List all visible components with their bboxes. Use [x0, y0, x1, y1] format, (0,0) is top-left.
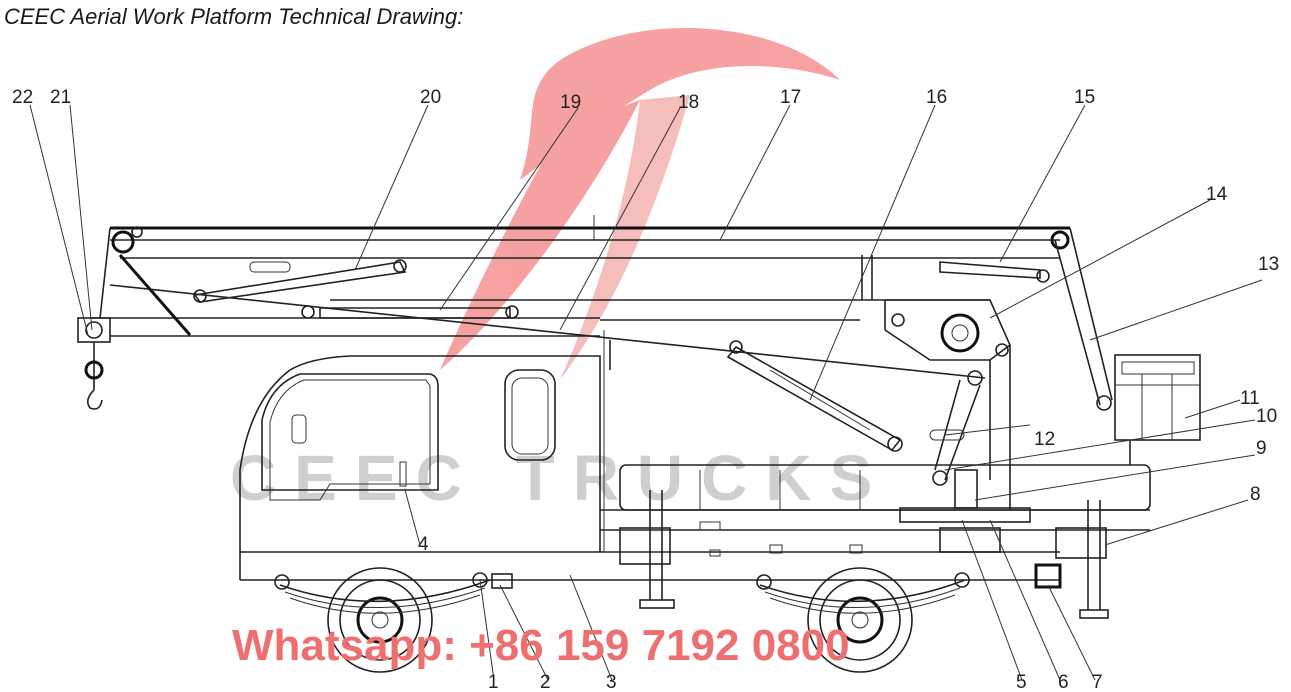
callout-13: 13	[1258, 254, 1279, 275]
callout-8: 8	[1250, 484, 1261, 505]
callout-6: 6	[1058, 672, 1069, 692]
callout-2: 2	[540, 672, 551, 692]
work-platform-basket	[1054, 227, 1201, 465]
callout-5: 5	[1016, 672, 1027, 692]
callout-17: 17	[780, 87, 801, 108]
leader-lines	[29, 104, 1263, 681]
callout-18: 18	[678, 92, 699, 113]
callout-19: 19	[560, 92, 581, 113]
front-wheel	[274, 567, 513, 673]
truck-chassis	[239, 464, 1151, 619]
boom-cylinders	[193, 259, 1050, 452]
ceec-logo-watermark	[440, 27, 840, 380]
callout-1: 1	[488, 672, 499, 692]
truck-cab	[239, 330, 611, 552]
callout-labels: 1 2 3 4 5 6 7 8 9 10 11 12 13 14 15 16 1…	[12, 87, 1279, 692]
callout-21: 21	[50, 87, 71, 108]
callout-3: 3	[606, 672, 617, 692]
callout-10: 10	[1256, 406, 1277, 427]
page-title: CEEC Aerial Work Platform Technical Draw…	[4, 4, 464, 29]
callout-22: 22	[12, 87, 33, 108]
callout-15: 15	[1074, 87, 1095, 108]
brand-watermark: CEEC TRUCKS	[230, 442, 890, 514]
callout-14: 14	[1206, 184, 1228, 205]
callout-16: 16	[926, 87, 947, 108]
callout-9: 9	[1256, 438, 1267, 459]
callout-7: 7	[1092, 672, 1103, 692]
callout-4: 4	[418, 534, 429, 555]
boom-pivot-assembly	[884, 299, 1011, 510]
callout-20: 20	[420, 87, 441, 108]
callout-11: 11	[1240, 388, 1260, 409]
hook-assembly	[77, 317, 111, 410]
callout-12: 12	[1034, 429, 1055, 450]
rear-wheel	[756, 567, 970, 673]
contact-watermark: Whatsapp: +86 159 7192 0800	[232, 621, 850, 670]
